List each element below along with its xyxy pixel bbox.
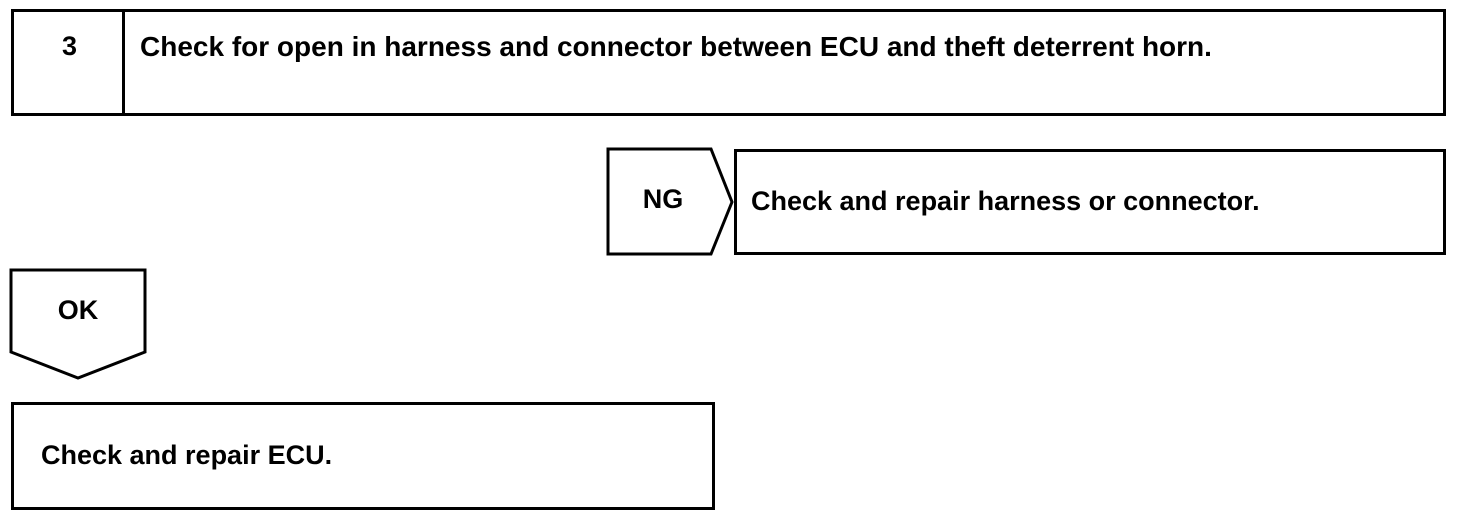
step-number-cell: 3	[14, 12, 125, 113]
step-number: 3	[61, 31, 78, 61]
ng-action-text: Check and repair harness or connector.	[751, 186, 1260, 216]
ok-label: OK	[57, 295, 99, 325]
ng-action-box: Check and repair harness or connector.	[734, 149, 1446, 255]
ok-action-text: Check and repair ECU.	[41, 440, 333, 470]
ng-arrow-shape	[606, 147, 734, 256]
step-box: 3 Check for open in harness and connecto…	[11, 9, 1446, 116]
step-title: Check for open in harness and connector …	[140, 31, 1212, 62]
ok-arrow-shape	[9, 268, 147, 380]
ng-label: NG	[642, 184, 684, 214]
ok-action-box: Check and repair ECU.	[11, 402, 715, 510]
